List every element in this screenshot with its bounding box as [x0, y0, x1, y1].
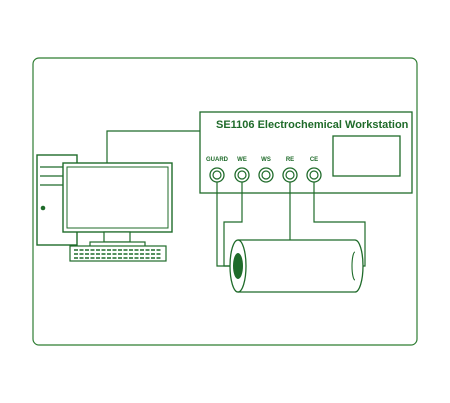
- cylindrical-cell-icon: [229, 239, 364, 293]
- port-connector-inner-ce: [309, 170, 319, 180]
- port-connector-inner-we: [237, 170, 247, 180]
- tower-power-button: [40, 205, 46, 211]
- cell-electrode: [233, 253, 243, 279]
- port-we: WE: [234, 157, 250, 183]
- port-label-ce: CE: [310, 157, 318, 163]
- port-connector-inner-ws: [261, 170, 271, 180]
- monitor-screen: [66, 166, 169, 229]
- outer-frame: [32, 57, 418, 346]
- port-connector-inner-re: [285, 170, 295, 180]
- cell-end-right-inner: [351, 251, 356, 281]
- wire-we: [223, 182, 243, 267]
- workstation-title: SE1106 Electrochemical Workstation: [216, 119, 409, 131]
- cell-body: [238, 239, 364, 293]
- desktop-computer-icon: [36, 154, 173, 262]
- workstation: SE1106 Electrochemical Workstation GUARD…: [199, 111, 413, 194]
- port-label-re: RE: [286, 157, 294, 163]
- port-re: RE: [282, 157, 298, 183]
- monitor-neck: [103, 231, 131, 243]
- computer-cable: [106, 130, 200, 163]
- port-ce: CE: [306, 157, 322, 183]
- port-label-we: WE: [237, 157, 247, 163]
- port-connector-inner-guard: [212, 170, 222, 180]
- port-label-guard: GUARD: [206, 157, 229, 163]
- port-ws: WS: [258, 157, 274, 183]
- port-label-ws: WS: [261, 157, 271, 163]
- workstation-display: [332, 135, 401, 177]
